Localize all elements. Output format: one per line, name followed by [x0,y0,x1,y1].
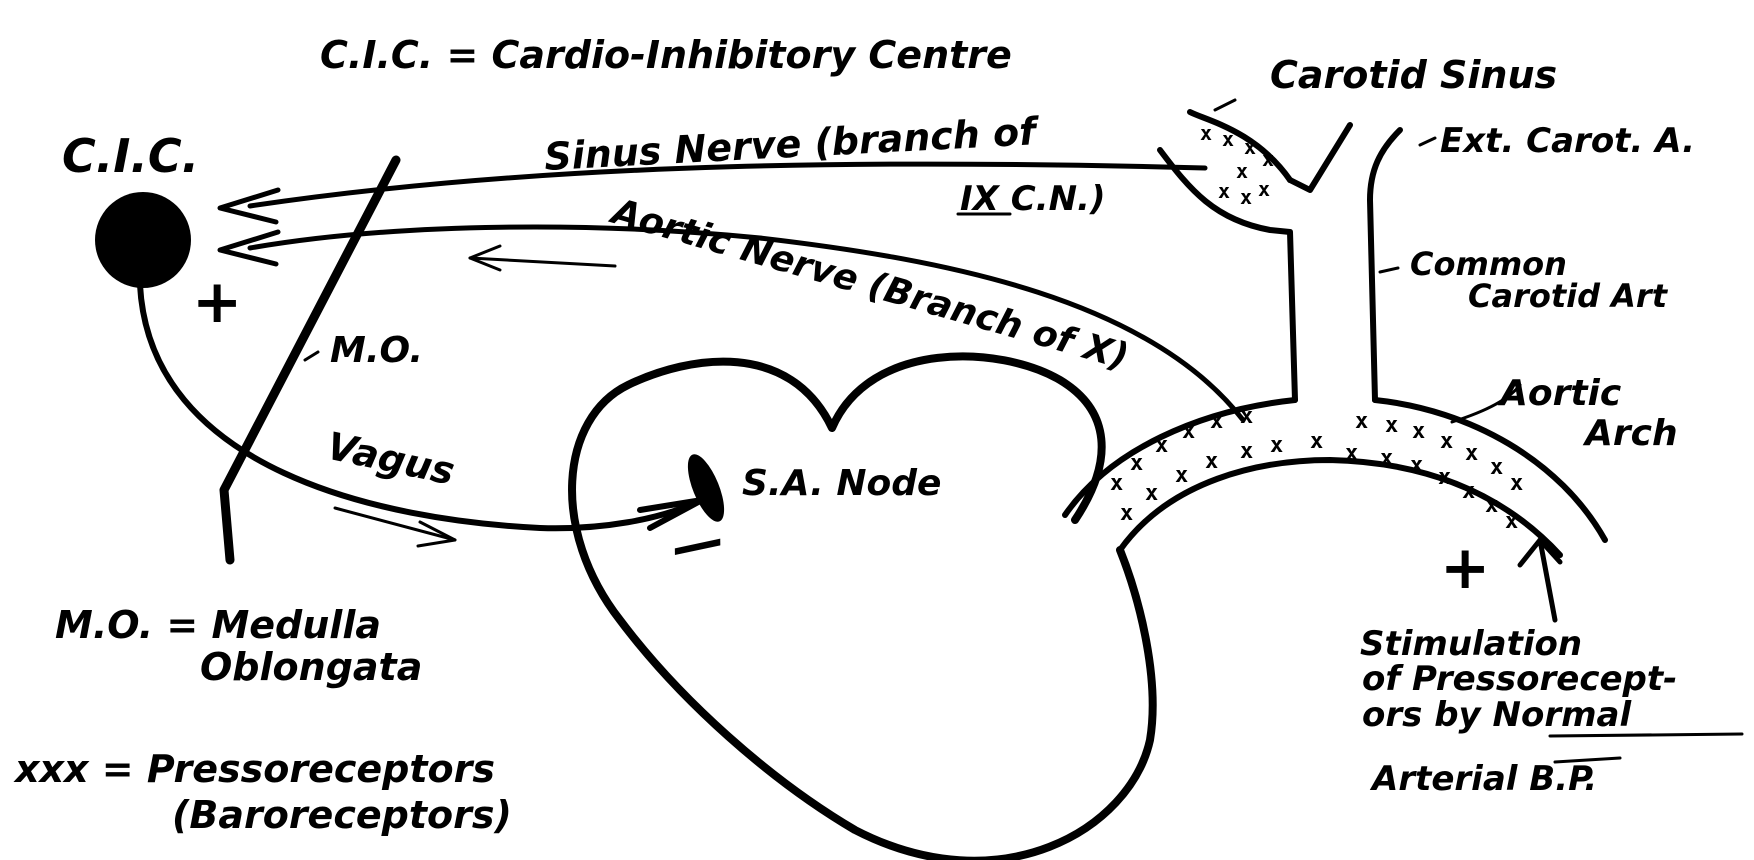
stimulation-label-line2: of Pressorecept- [1362,659,1677,699]
pressoreceptor-mark: x [1155,433,1168,458]
internal-carotid [1290,125,1350,190]
pressoreceptor-mark: x [1410,453,1423,478]
pressoreceptor-mark: x [1505,509,1518,534]
pressoreceptor-mark: x [1130,451,1143,476]
aortic-arch-label-line2: Arch [1582,413,1678,454]
pressoreceptors-definition-line1: xxx = Pressoreceptors [13,747,495,791]
pressoreceptor-mark: x [1205,449,1218,474]
cic-plus-sign: + [192,267,242,337]
mo-definition-line2: Oblongata [200,645,422,689]
pressoreceptor-mark: x [1145,481,1158,506]
vagus-direction-arrow [335,508,455,540]
mo-pointer [305,352,318,360]
arch-plus-sign: + [1440,533,1490,603]
common-carotid-pointer [1380,268,1398,272]
vagus-label: Vagus [323,424,458,494]
aortic-arch-label-line1: Aortic [1497,373,1621,414]
pressoreceptor-mark: x [1175,463,1188,488]
sa-node-label: S.A. Node [742,463,941,504]
stimulation-label-line1: Stimulation [1360,624,1582,664]
pressoreceptor-mark: x [1258,177,1270,201]
mo-definition-line1: M.O. = Medulla [55,603,381,647]
pressoreceptor-mark: x [1438,465,1451,490]
pressoreceptor-mark: x [1240,439,1253,464]
pressoreceptor-mark: x [1490,455,1503,480]
pressoreceptor-mark: x [1412,419,1425,444]
pressoreceptor-mark: x [1240,185,1252,209]
pressoreceptors-definition-line2: (Baroreceptors) [172,793,512,837]
pressoreceptor-mark: x [1244,135,1256,159]
pressoreceptor-mark: x [1355,409,1368,434]
ext-carot-pointer [1420,138,1435,145]
pressoreceptor-mark: x [1385,413,1398,438]
carotid-sinus-label: Carotid Sinus [1270,53,1557,97]
pressoreceptor-mark: x [1440,429,1453,454]
sinus-nerve-label-line1: Sinus Nerve (branch of [543,109,1041,179]
pressoreceptor-mark: x [1218,179,1230,203]
pressoreceptor-mark: x [1182,419,1195,444]
stimulation-label-line4: Arterial B.P. [1369,759,1597,799]
pressoreceptor-mark: x [1465,441,1478,466]
carotid-sinus-pointer [1215,100,1235,110]
mo-label: M.O. [330,330,423,371]
pressoreceptor-mark: x [1510,471,1523,496]
pressoreceptor-mark: x [1236,159,1248,183]
pressoreceptor-mark: x [1485,493,1498,518]
pressoreceptor-mark: x [1380,446,1393,471]
pressoreceptor-mark: x [1222,127,1234,151]
pressoreceptor-mark: x [1262,147,1274,171]
ext-carot-label: Ext. Carot. A. [1440,121,1695,161]
pressoreceptor-mark: x [1120,501,1133,526]
pressoreceptor-mark: x [1310,429,1323,454]
cic-node [95,192,191,288]
cic-label: C.I.C. [62,129,199,183]
common-carotid-label-line2: Carotid Art [1468,277,1669,315]
normal-underline [1550,734,1742,736]
heart-outline [572,356,1153,860]
title-label: C.I.C. = Cardio-Inhibitory Centre [320,33,1012,77]
external-carotid [1370,130,1400,400]
stimulation-label-line3: ors by Normal [1362,695,1632,735]
pressoreceptor-mark: x [1345,441,1358,466]
pressoreceptor-mark: x [1110,471,1123,496]
pressoreceptor-mark: x [1462,479,1475,504]
pressoreceptor-mark: x [1200,121,1212,145]
pressoreceptor-mark: x [1210,409,1223,434]
pressoreceptor-mark: x [1240,404,1253,429]
aortic-direction-arrow [470,258,615,266]
pressoreceptor-mark: x [1270,433,1283,458]
